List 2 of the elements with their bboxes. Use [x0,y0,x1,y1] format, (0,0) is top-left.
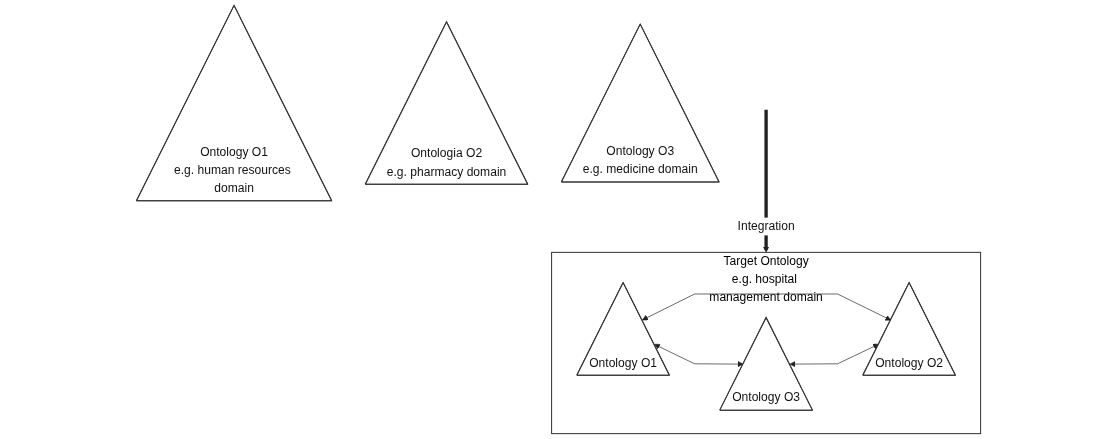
arrow [763,109,770,253]
edge-label: Integration [737,219,795,233]
